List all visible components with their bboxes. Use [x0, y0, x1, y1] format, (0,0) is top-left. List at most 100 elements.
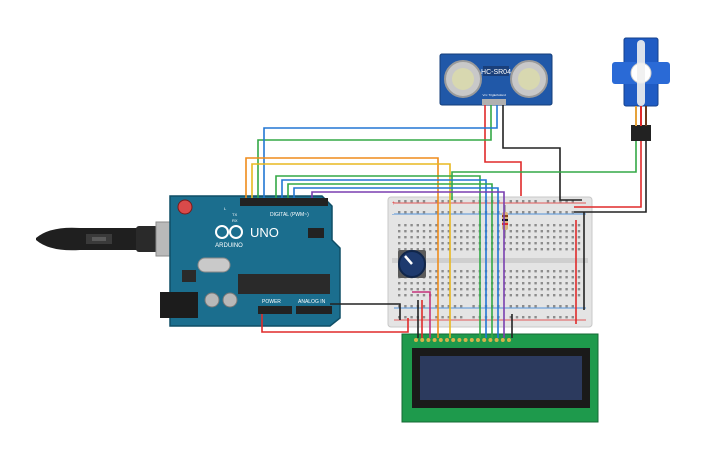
- power-header: [258, 306, 292, 314]
- breadboard-hole: [422, 316, 426, 319]
- breadboard-hole: [559, 200, 562, 203]
- breadboard-hole: [460, 276, 463, 279]
- breadboard-hole: [422, 294, 426, 297]
- breadboard-hole: [447, 248, 450, 251]
- breadboard-hole: [522, 316, 525, 319]
- breadboard-hole: [559, 305, 562, 308]
- breadboard-hole: [577, 282, 581, 285]
- breadboard-hole: [466, 282, 469, 285]
- breadboard-hole: [528, 236, 531, 239]
- breadboard-hole: [398, 230, 401, 233]
- breadboard-hole: [435, 211, 438, 214]
- wire-red: [261, 314, 409, 333]
- breadboard-hole: [553, 294, 556, 297]
- breadboard-hole: [509, 211, 512, 214]
- breadboard-hole: [559, 242, 562, 245]
- breadboard-hole: [453, 236, 457, 239]
- breadboard-hole: [577, 224, 581, 227]
- breadboard-hole: [453, 305, 457, 308]
- breadboard-hole: [515, 282, 519, 285]
- breadboard-hole: [416, 200, 419, 203]
- breadboard-hole: [453, 294, 457, 297]
- breadboard-hole: [453, 248, 457, 251]
- breadboard-hole: [404, 305, 407, 308]
- breadboard-hole: [429, 288, 432, 291]
- breadboard-hole: [571, 288, 574, 291]
- breadboard-hole: [429, 236, 432, 239]
- breadboard-hole: [528, 242, 531, 245]
- potentiometer[interactable]: [398, 250, 426, 278]
- breadboard-hole: [398, 236, 401, 239]
- breadboard-hole: [571, 316, 574, 319]
- breadboard-hole: [466, 224, 469, 227]
- ultrasonic-sensor[interactable]: HC-SR04 Vcc Trig Echo Gnd: [439, 53, 553, 106]
- breadboard-hole: [435, 305, 438, 308]
- breadboard-hole: [398, 294, 401, 297]
- breadboard[interactable]: + -: [387, 196, 593, 328]
- breadboard-hole: [509, 224, 512, 227]
- breadboard-hole: [404, 242, 407, 245]
- wire-blue: [293, 187, 499, 338]
- breadboard-hole: [565, 282, 568, 285]
- breadboard-hole: [522, 236, 525, 239]
- breadboard-hole: [565, 248, 568, 251]
- analog-header: [296, 306, 332, 314]
- breadboard-hole: [534, 224, 537, 227]
- breadboard-hole: [447, 316, 450, 319]
- breadboard-center-channel: [392, 258, 588, 263]
- breadboard-hole: [515, 305, 519, 308]
- breadboard-hole: [571, 248, 574, 251]
- breadboard-hole: [528, 282, 531, 285]
- breadboard-hole: [416, 248, 419, 251]
- breadboard-hole: [453, 282, 457, 285]
- breadboard-hole: [553, 224, 556, 227]
- breadboard-hole: [398, 282, 401, 285]
- breadboard-hole: [553, 288, 556, 291]
- servo-motor[interactable]: [612, 37, 670, 141]
- breadboard-hole: [571, 282, 574, 285]
- breadboard-hole: [416, 294, 419, 297]
- breadboard-hole: [571, 305, 574, 308]
- breadboard-hole: [447, 305, 450, 308]
- breadboard-hole: [404, 200, 407, 203]
- reset-button[interactable]: [177, 199, 193, 215]
- breadboard-hole: [559, 276, 562, 279]
- breadboard-hole: [441, 305, 444, 308]
- breadboard-hole: [515, 316, 519, 319]
- breadboard-hole: [534, 282, 537, 285]
- lcd-pin-header: [414, 338, 511, 342]
- breadboard-hole: [540, 294, 543, 297]
- breadboard-hole: [466, 242, 469, 245]
- wire-blue: [263, 105, 498, 198]
- breadboard-hole: [447, 230, 450, 233]
- breadboard-hole: [571, 230, 574, 233]
- breadboard-hole: [460, 236, 463, 239]
- breadboard-hole: [460, 211, 463, 214]
- breadboard-hole: [422, 236, 426, 239]
- breadboard-hole: [398, 224, 401, 227]
- breadboard-hole: [534, 200, 537, 203]
- breadboard-hole: [515, 230, 519, 233]
- breadboard-hole: [404, 294, 407, 297]
- breadboard-hole: [571, 242, 574, 245]
- breadboard-hole: [559, 294, 562, 297]
- breadboard-hole: [534, 270, 537, 273]
- breadboard-hole: [453, 276, 457, 279]
- breadboard-hole: [460, 224, 463, 227]
- lcd-pin: [445, 338, 449, 342]
- breadboard-hole: [509, 230, 512, 233]
- arduino-uno-board[interactable]: ARDUINO UNO DIGITAL (PWM~) POWER ANALOG …: [160, 195, 341, 327]
- breadboard-hole: [441, 282, 444, 285]
- wire-black: [502, 105, 582, 201]
- breadboard-hole: [466, 276, 469, 279]
- breadboard-hole: [546, 211, 550, 214]
- breadboard-hole: [534, 305, 537, 308]
- breadboard-hole: [447, 288, 450, 291]
- breadboard-hole: [528, 230, 531, 233]
- breadboard-hole: [509, 248, 512, 251]
- breadboard-hole: [447, 211, 450, 214]
- lcd-pin: [420, 338, 425, 342]
- breadboard-hole: [435, 200, 438, 203]
- breadboard-hole: [565, 270, 568, 273]
